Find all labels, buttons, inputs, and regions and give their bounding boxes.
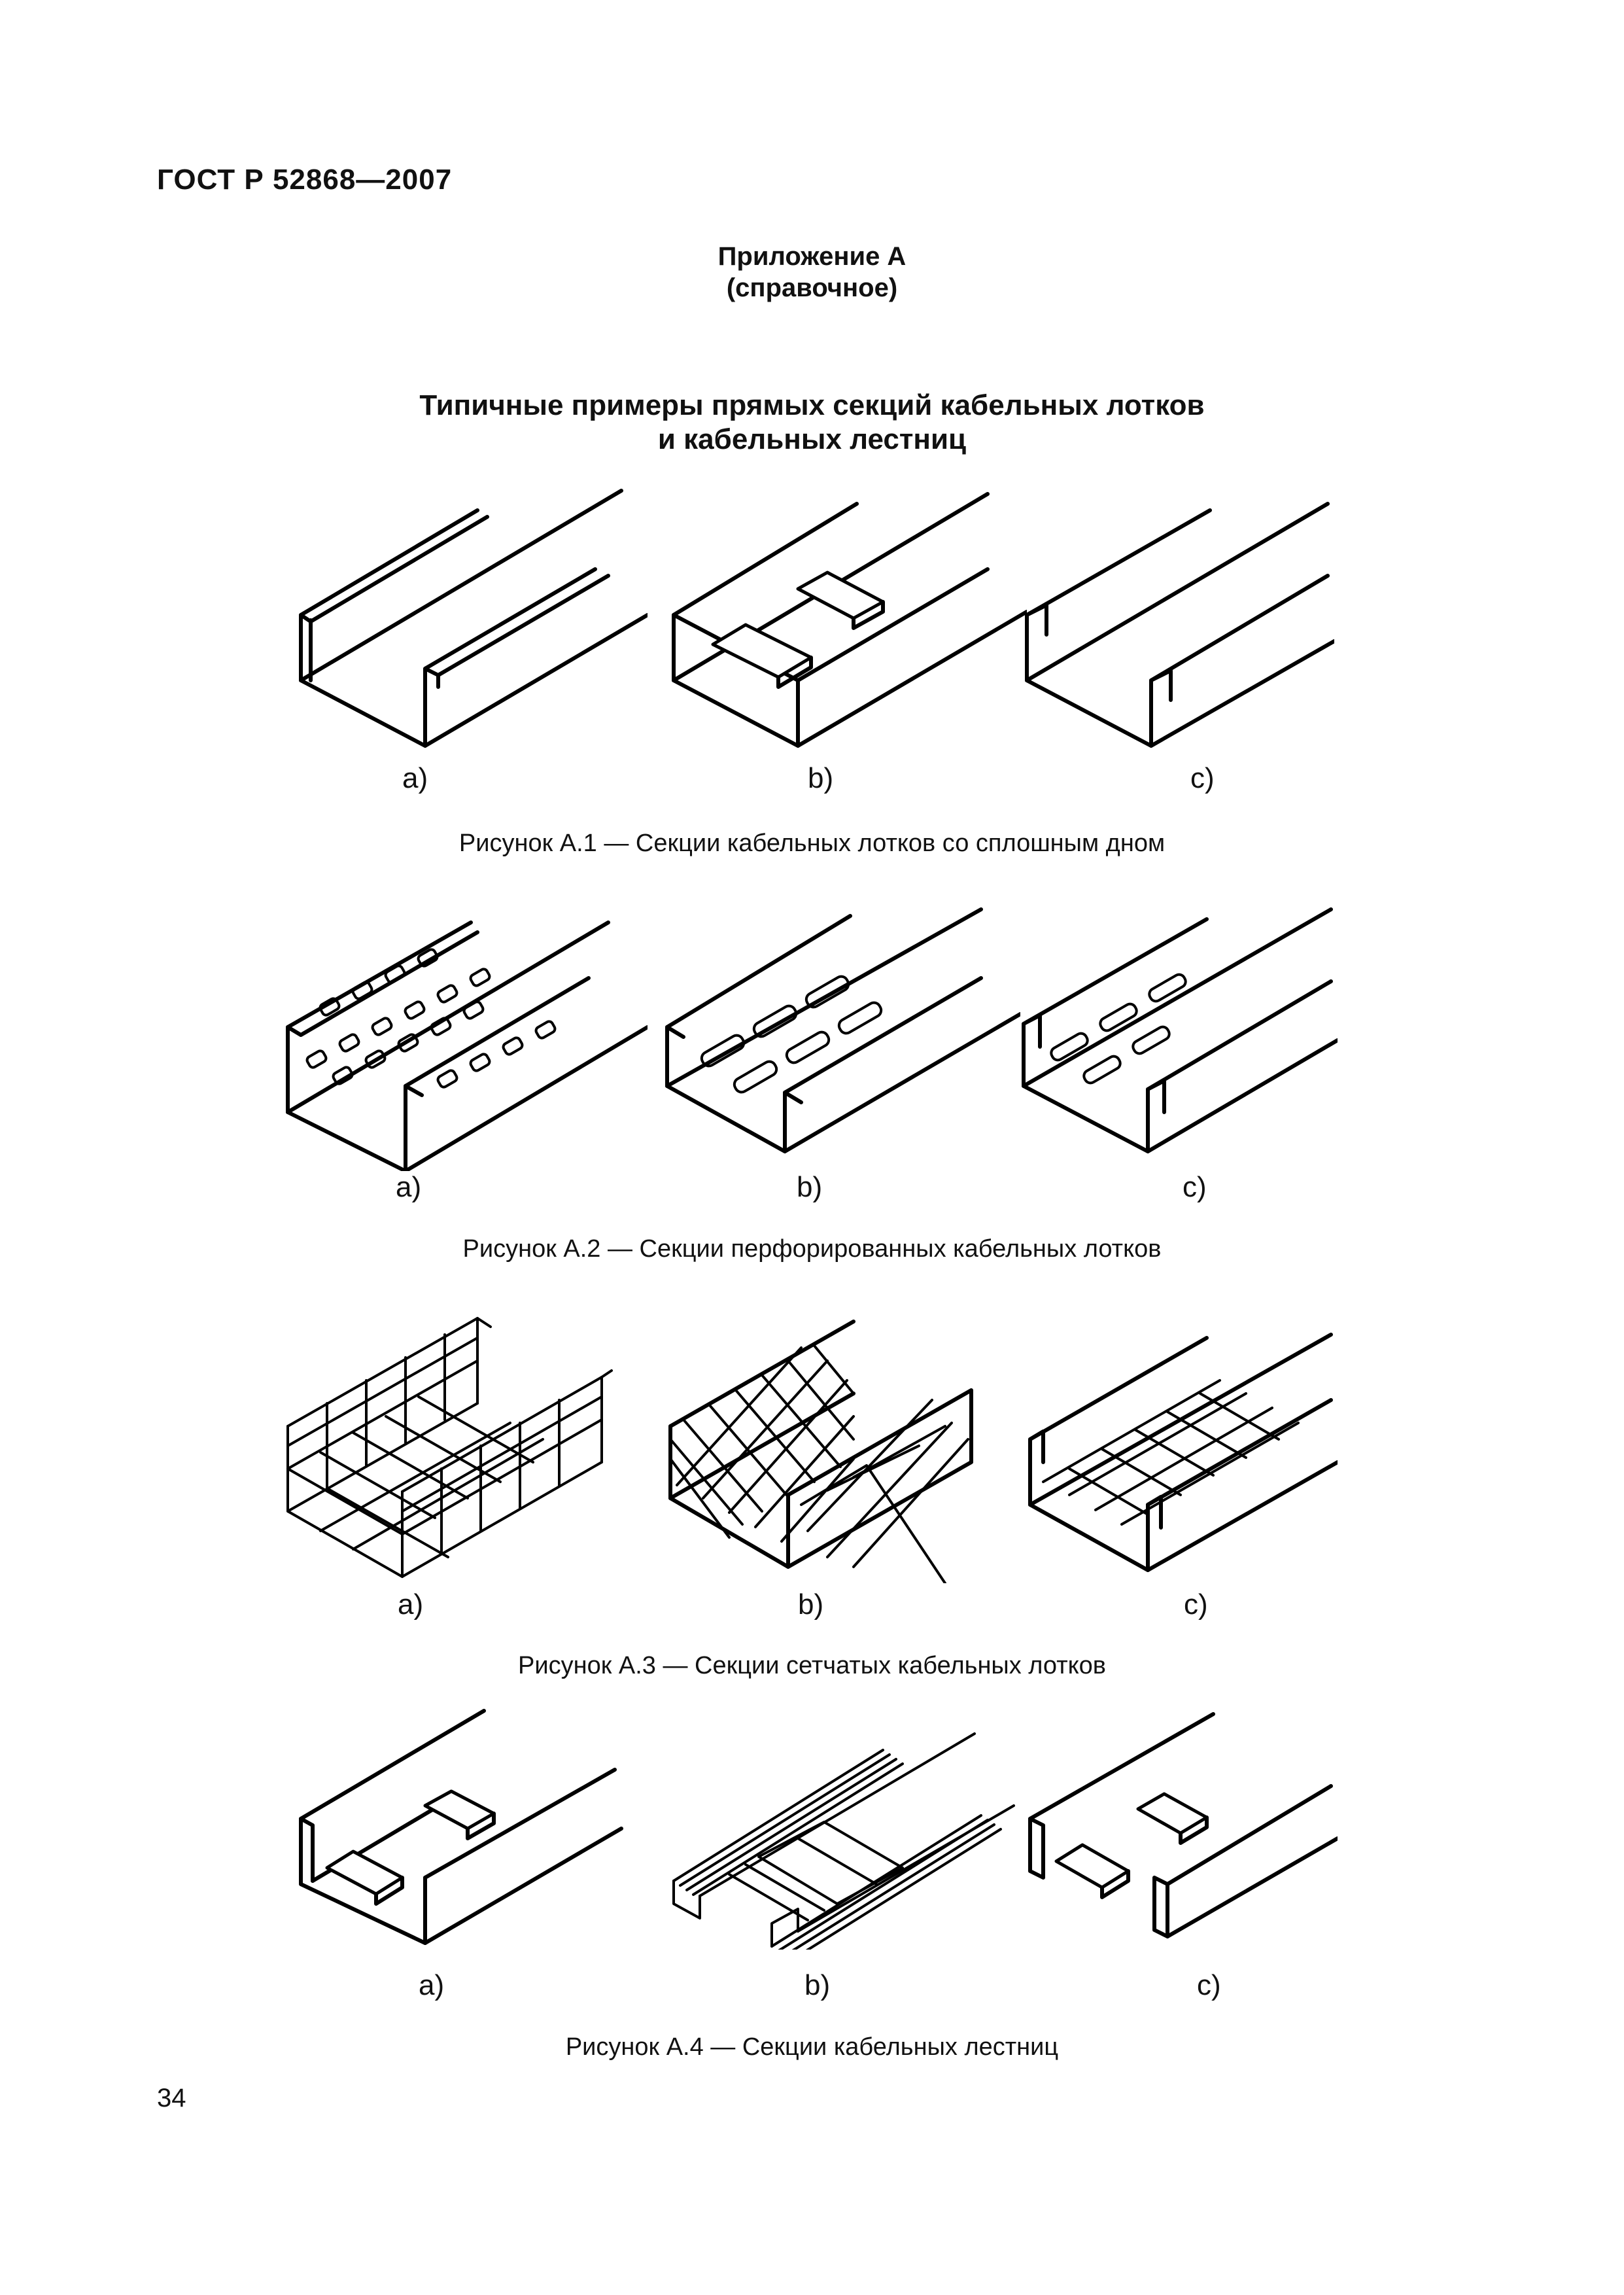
figure-a3-label-c: c) [1184,1588,1208,1621]
figure-a3-caption: Рисунок А.3 — Секции сетчатых кабельных … [518,1652,1106,1679]
page-number: 34 [157,2084,186,2112]
figure-a4-label-b: b) [804,1969,831,2001]
figure-a3a-wire-mesh-tray [281,1308,648,1583]
figure-a1a-solid-tray [281,484,648,759]
figure-a1c-solid-tray-flanged [1020,484,1334,759]
figure-a1b-solid-tray-cover [661,484,1027,759]
figure-a2-caption: Рисунок А.2 — Секции перфорированных каб… [462,1235,1162,1263]
figure-a2-label-b: b) [797,1171,823,1203]
standard-designation: ГОСТ Р 52868—2007 [157,164,453,196]
figure-a1-label-c: c) [1190,762,1215,794]
figure-a3-label-a: a) [398,1588,424,1621]
figure-a1-label-b: b) [808,762,834,794]
figure-a1-caption: Рисунок А.1 — Секции кабельных лотков со… [458,830,1166,857]
figure-a4-label-a: a) [419,1969,445,2001]
figure-a4c-cable-ladder-flanged [1017,1688,1338,1950]
figure-a2a-perforated-tray [281,896,648,1171]
figure-a2-label-a: a) [396,1171,422,1203]
figure-a2b-perforated-tray-slots [654,896,1020,1171]
figure-a4b-cable-ladder-channel [661,1688,1027,1950]
appendix-label: Приложение А [717,242,907,271]
figure-a2-label-c: c) [1183,1171,1207,1203]
figure-a3-label-b: b) [798,1588,824,1621]
figure-a1-label-a: a) [402,762,428,794]
figure-a4-caption: Рисунок А.4 — Секции кабельных лестниц [565,2033,1059,2061]
figure-a4-label-c: c) [1197,1969,1221,2001]
appendix-kind: (справочное) [726,273,898,302]
figure-a2c-perforated-tray-flanged [1017,896,1338,1171]
appendix-title-line2: и кабельных лестниц [657,423,967,455]
figure-a4a-cable-ladder [288,1688,628,1950]
figure-a3c-mesh-bottom-tray [1017,1308,1338,1583]
figure-a3b-crossed-mesh-tray [657,1308,1024,1583]
appendix-title-line1: Типичные примеры прямых секций кабельных… [419,389,1205,421]
